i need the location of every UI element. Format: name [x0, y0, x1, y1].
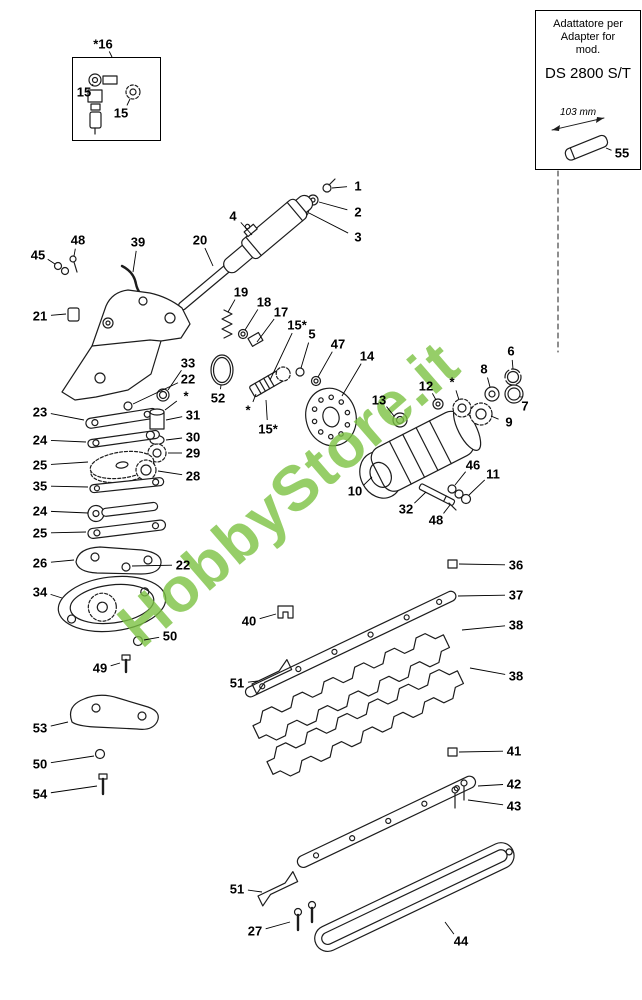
- adapter-dimension: 103 mm: [560, 107, 597, 118]
- drive-shaft-art: [178, 178, 336, 311]
- adapter-info-box: Adattatore per Adapter for mod. DS 2800 …: [535, 10, 641, 170]
- bracket-art: [53, 255, 191, 401]
- adapter-text-italian: Adattatore per: [553, 18, 623, 30]
- inset-box-16: [72, 57, 161, 141]
- adapter-part-art: [551, 117, 609, 161]
- cover-art: [69, 635, 159, 796]
- gear-stack-art: [57, 388, 170, 633]
- clutch-parts-art: [210, 309, 322, 398]
- adapter-text-english: Adapter for: [560, 31, 616, 43]
- screws-27-art: [293, 900, 317, 932]
- inset-parts-art: [87, 73, 141, 135]
- blade-bar-art: [244, 559, 515, 953]
- screws-43-art: [451, 779, 468, 809]
- gearbox-art: [359, 368, 524, 511]
- adapter-text-mod: mod.: [575, 44, 601, 56]
- clutch-drum-art: [305, 387, 357, 447]
- adapter-model: DS 2800 S/T: [545, 65, 631, 82]
